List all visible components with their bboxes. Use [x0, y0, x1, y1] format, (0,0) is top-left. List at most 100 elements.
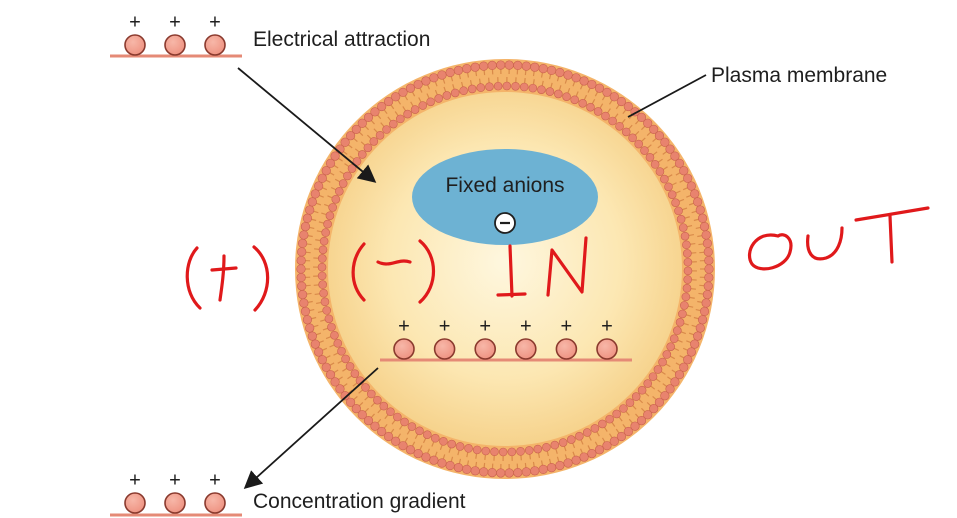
lipid-head	[676, 214, 686, 224]
lipid-head	[345, 131, 356, 141]
lipid-head	[426, 97, 435, 107]
lipid-head	[562, 92, 571, 101]
lipid-head	[637, 385, 647, 395]
lipid-head	[602, 441, 612, 451]
lipid-head	[421, 452, 431, 462]
lipid-head	[493, 81, 503, 91]
lipid-head	[682, 283, 692, 293]
cation-ball	[124, 492, 146, 514]
cation: +	[514, 315, 537, 360]
cation: +	[124, 469, 146, 514]
lipid-head	[400, 417, 409, 427]
lipid-head	[579, 452, 589, 462]
lipid-head	[643, 379, 653, 388]
lipid-head	[545, 87, 555, 96]
lipid-head	[601, 111, 610, 121]
lipid-head	[628, 133, 637, 143]
lipid-head	[673, 326, 682, 335]
lipid-head	[337, 346, 346, 356]
lipid-head	[516, 447, 525, 456]
cation-ball	[596, 338, 618, 360]
lipid-head	[323, 219, 332, 229]
lipid-head	[298, 238, 308, 249]
lipid-head	[472, 445, 482, 455]
lipid-head	[693, 197, 703, 207]
cation-ball	[164, 34, 186, 56]
lipid-head	[479, 467, 489, 477]
lipid-head	[502, 81, 512, 91]
top-left-ions: +++	[124, 11, 226, 56]
lipid-head	[631, 392, 641, 401]
lipid-head	[321, 166, 331, 176]
lipid-head	[538, 464, 548, 474]
lipid-head	[675, 318, 685, 327]
lipid-head	[403, 109, 412, 119]
lipid-head	[464, 444, 473, 453]
lipid-head	[681, 292, 691, 302]
cation-ball	[514, 338, 537, 360]
lipid-head	[648, 372, 658, 381]
lipid-head	[690, 339, 700, 349]
lipid-head	[296, 264, 306, 274]
lipid-head	[442, 91, 452, 100]
lipid-head	[640, 146, 649, 155]
lipid-head	[582, 428, 592, 437]
lipid-head	[437, 458, 447, 468]
lipid-head	[317, 355, 327, 365]
lipid-head	[330, 331, 339, 340]
lipid-head	[695, 323, 705, 333]
lipid-head	[662, 350, 672, 359]
lipid-head	[702, 238, 712, 249]
lipid-head	[678, 223, 688, 232]
lipid-head	[496, 468, 506, 478]
lipid-head	[361, 383, 370, 392]
lipid-head	[621, 127, 631, 137]
lipid-head	[297, 247, 307, 257]
lipid-head	[578, 99, 587, 108]
lipid-head	[703, 281, 713, 291]
cation: +	[555, 315, 578, 360]
lipid-head	[343, 171, 352, 181]
lipid-head	[519, 82, 529, 92]
lipid-head	[481, 446, 491, 456]
lipid-head	[496, 60, 506, 70]
cation-ball	[433, 338, 456, 360]
cation-ball	[164, 492, 186, 514]
cation: +	[393, 315, 415, 360]
lipid-head	[391, 436, 401, 446]
lipid-head	[299, 298, 309, 308]
lipid-head	[625, 398, 635, 407]
plus-sign: +	[520, 315, 532, 337]
lipid-head	[450, 88, 460, 98]
lipid-head	[579, 76, 589, 86]
lipid-head	[487, 60, 497, 71]
lipid-head	[704, 255, 714, 266]
lipid-head	[405, 83, 416, 93]
lipid-head	[654, 397, 665, 407]
lipid-head	[623, 426, 633, 437]
lipid-head	[377, 101, 387, 112]
lipid-head	[701, 230, 711, 240]
lipid-head	[453, 463, 464, 473]
lipid-head	[587, 448, 597, 459]
lipid-head	[383, 96, 394, 107]
inside-ions: ++++++	[393, 315, 618, 360]
lipid-head	[405, 445, 416, 455]
lipid-head	[554, 89, 563, 99]
lipid-head	[302, 213, 313, 223]
lipid-head	[305, 205, 315, 215]
lipid-head	[679, 166, 689, 176]
lipid-head	[598, 419, 607, 429]
lipid-head	[546, 65, 557, 75]
anion-minus-icon	[494, 212, 516, 234]
lipid-head	[382, 125, 391, 134]
concentration-gradient-label: Concentration gradient	[253, 490, 466, 513]
lipid-head	[318, 280, 327, 289]
cation-ball	[555, 338, 578, 360]
lipid-head	[645, 153, 655, 162]
cation-ball	[204, 34, 226, 56]
cation: +	[433, 315, 456, 360]
lipid-head	[511, 82, 520, 91]
lipid-head	[575, 431, 584, 441]
lipid-head	[602, 87, 612, 97]
